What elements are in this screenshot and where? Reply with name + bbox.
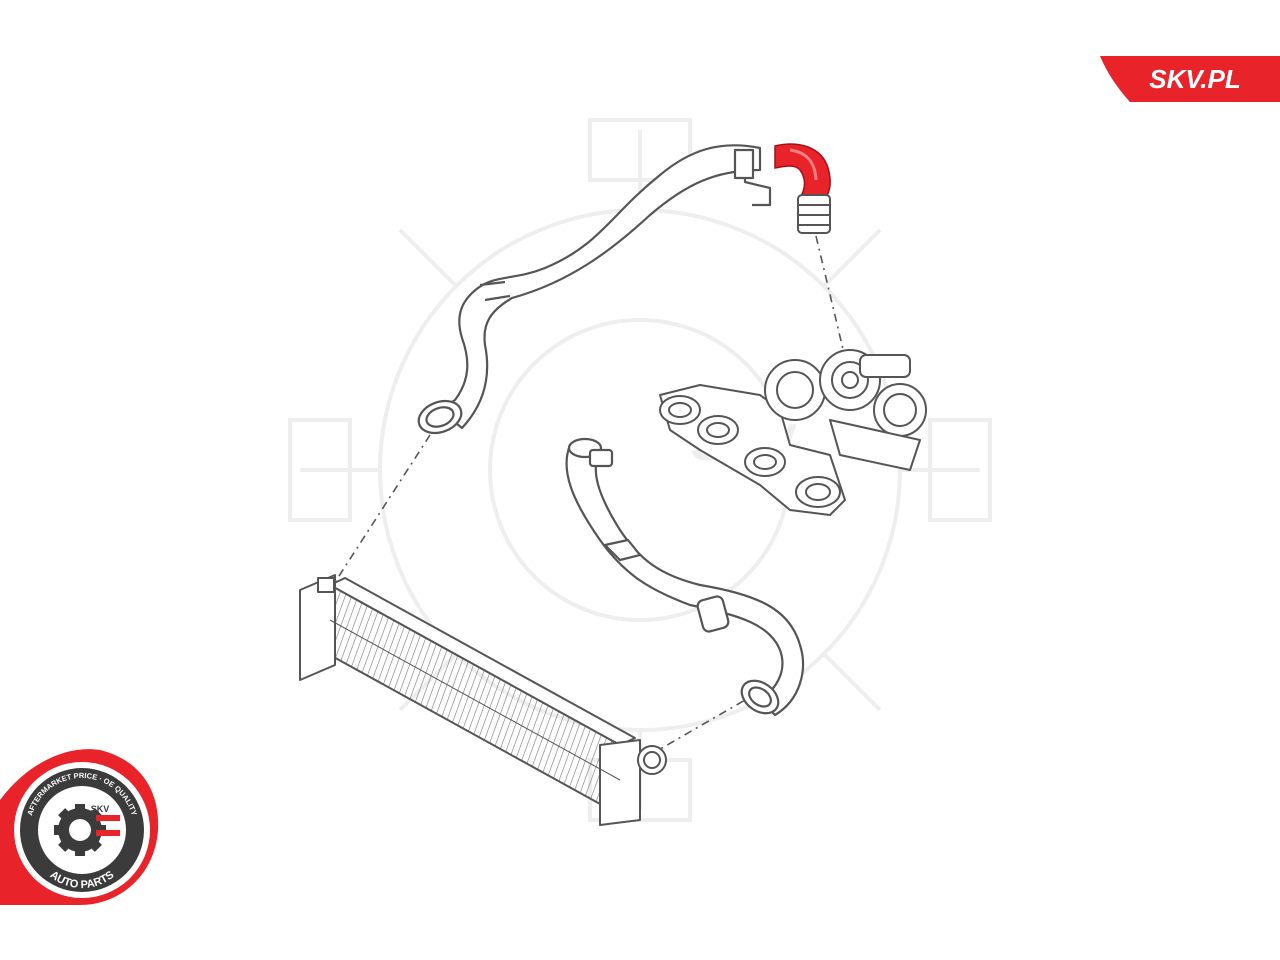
brand-banner: SKV.PL xyxy=(1100,56,1280,102)
gear-icon xyxy=(54,804,120,856)
turbocharger-icon xyxy=(659,349,927,516)
outlet-hose-icon xyxy=(565,437,804,717)
connection-lines xyxy=(329,235,849,756)
brand-label: SKV.PL xyxy=(1149,64,1241,94)
skv-auto-parts-badge: SKV AFTERMARKET PRICE · OE QUALITY AUTO … xyxy=(0,749,159,905)
badge-center-text: SKV xyxy=(91,804,110,814)
hose-connector-icon xyxy=(797,194,831,234)
intercooler-icon xyxy=(299,574,667,826)
intake-hose-icon xyxy=(417,144,772,435)
highlighted-hose-icon xyxy=(774,143,831,199)
